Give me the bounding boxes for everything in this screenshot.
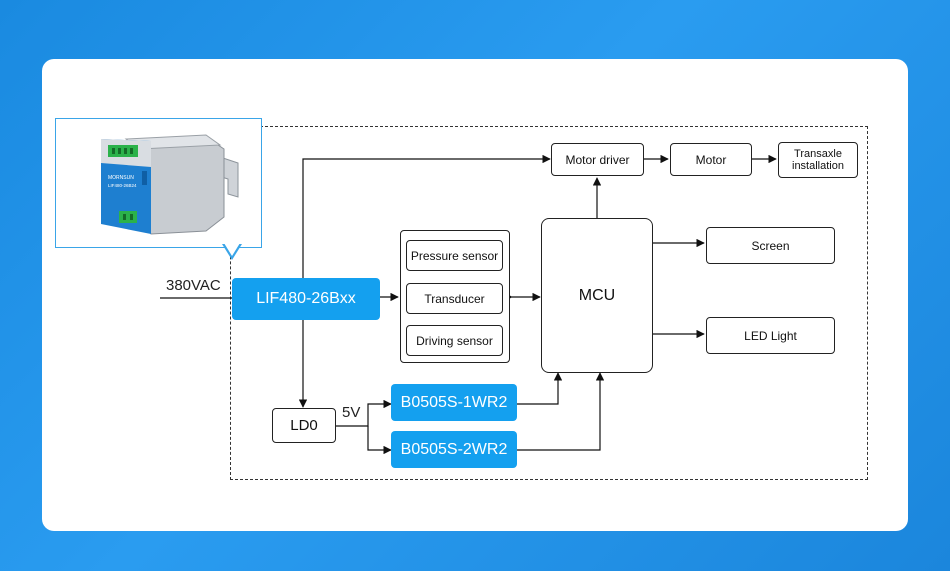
wire-ldo-to-converter-2: [367, 426, 392, 455]
motor-driver-node: Motor driver: [551, 143, 644, 176]
wire-conv1-to-mcu: [516, 372, 563, 405]
power-module-node: LIF480-26Bxx: [232, 278, 380, 320]
wire-lif-to-motor-driver: [302, 154, 551, 278]
power-supply-image: MORNSUN LIF480-26B24: [101, 134, 239, 235]
mcu-node: MCU: [541, 218, 653, 373]
wire-conv2-to-mcu: [516, 372, 605, 451]
wire-ldo-to-converters: [336, 399, 392, 427]
pressure-sensor-node: Pressure sensor: [406, 240, 503, 271]
terminal-bottom: [119, 211, 137, 223]
screen-node: Screen: [706, 227, 835, 264]
motor-node: Motor: [670, 143, 752, 176]
converter-2-node: B0505S-2WR2: [391, 431, 517, 468]
brand-text: MORNSUN: [108, 175, 134, 181]
ldo-output-label: 5V: [342, 404, 361, 421]
ldo-node: LD0: [272, 408, 336, 443]
transaxle-node: Transaxle installation: [778, 142, 858, 178]
system-boundary: [230, 126, 868, 480]
model-text: LIF480-26B24: [108, 183, 137, 188]
converter-1-node: B0505S-1WR2: [391, 384, 517, 421]
led-light-node: LED Light: [706, 317, 835, 354]
transducer-node: Transducer: [406, 283, 503, 314]
product-callout: MORNSUN LIF480-26B24: [55, 118, 262, 248]
driving-sensor-node: Driving sensor: [406, 325, 503, 356]
input-voltage-label: 380VAC: [166, 277, 221, 294]
